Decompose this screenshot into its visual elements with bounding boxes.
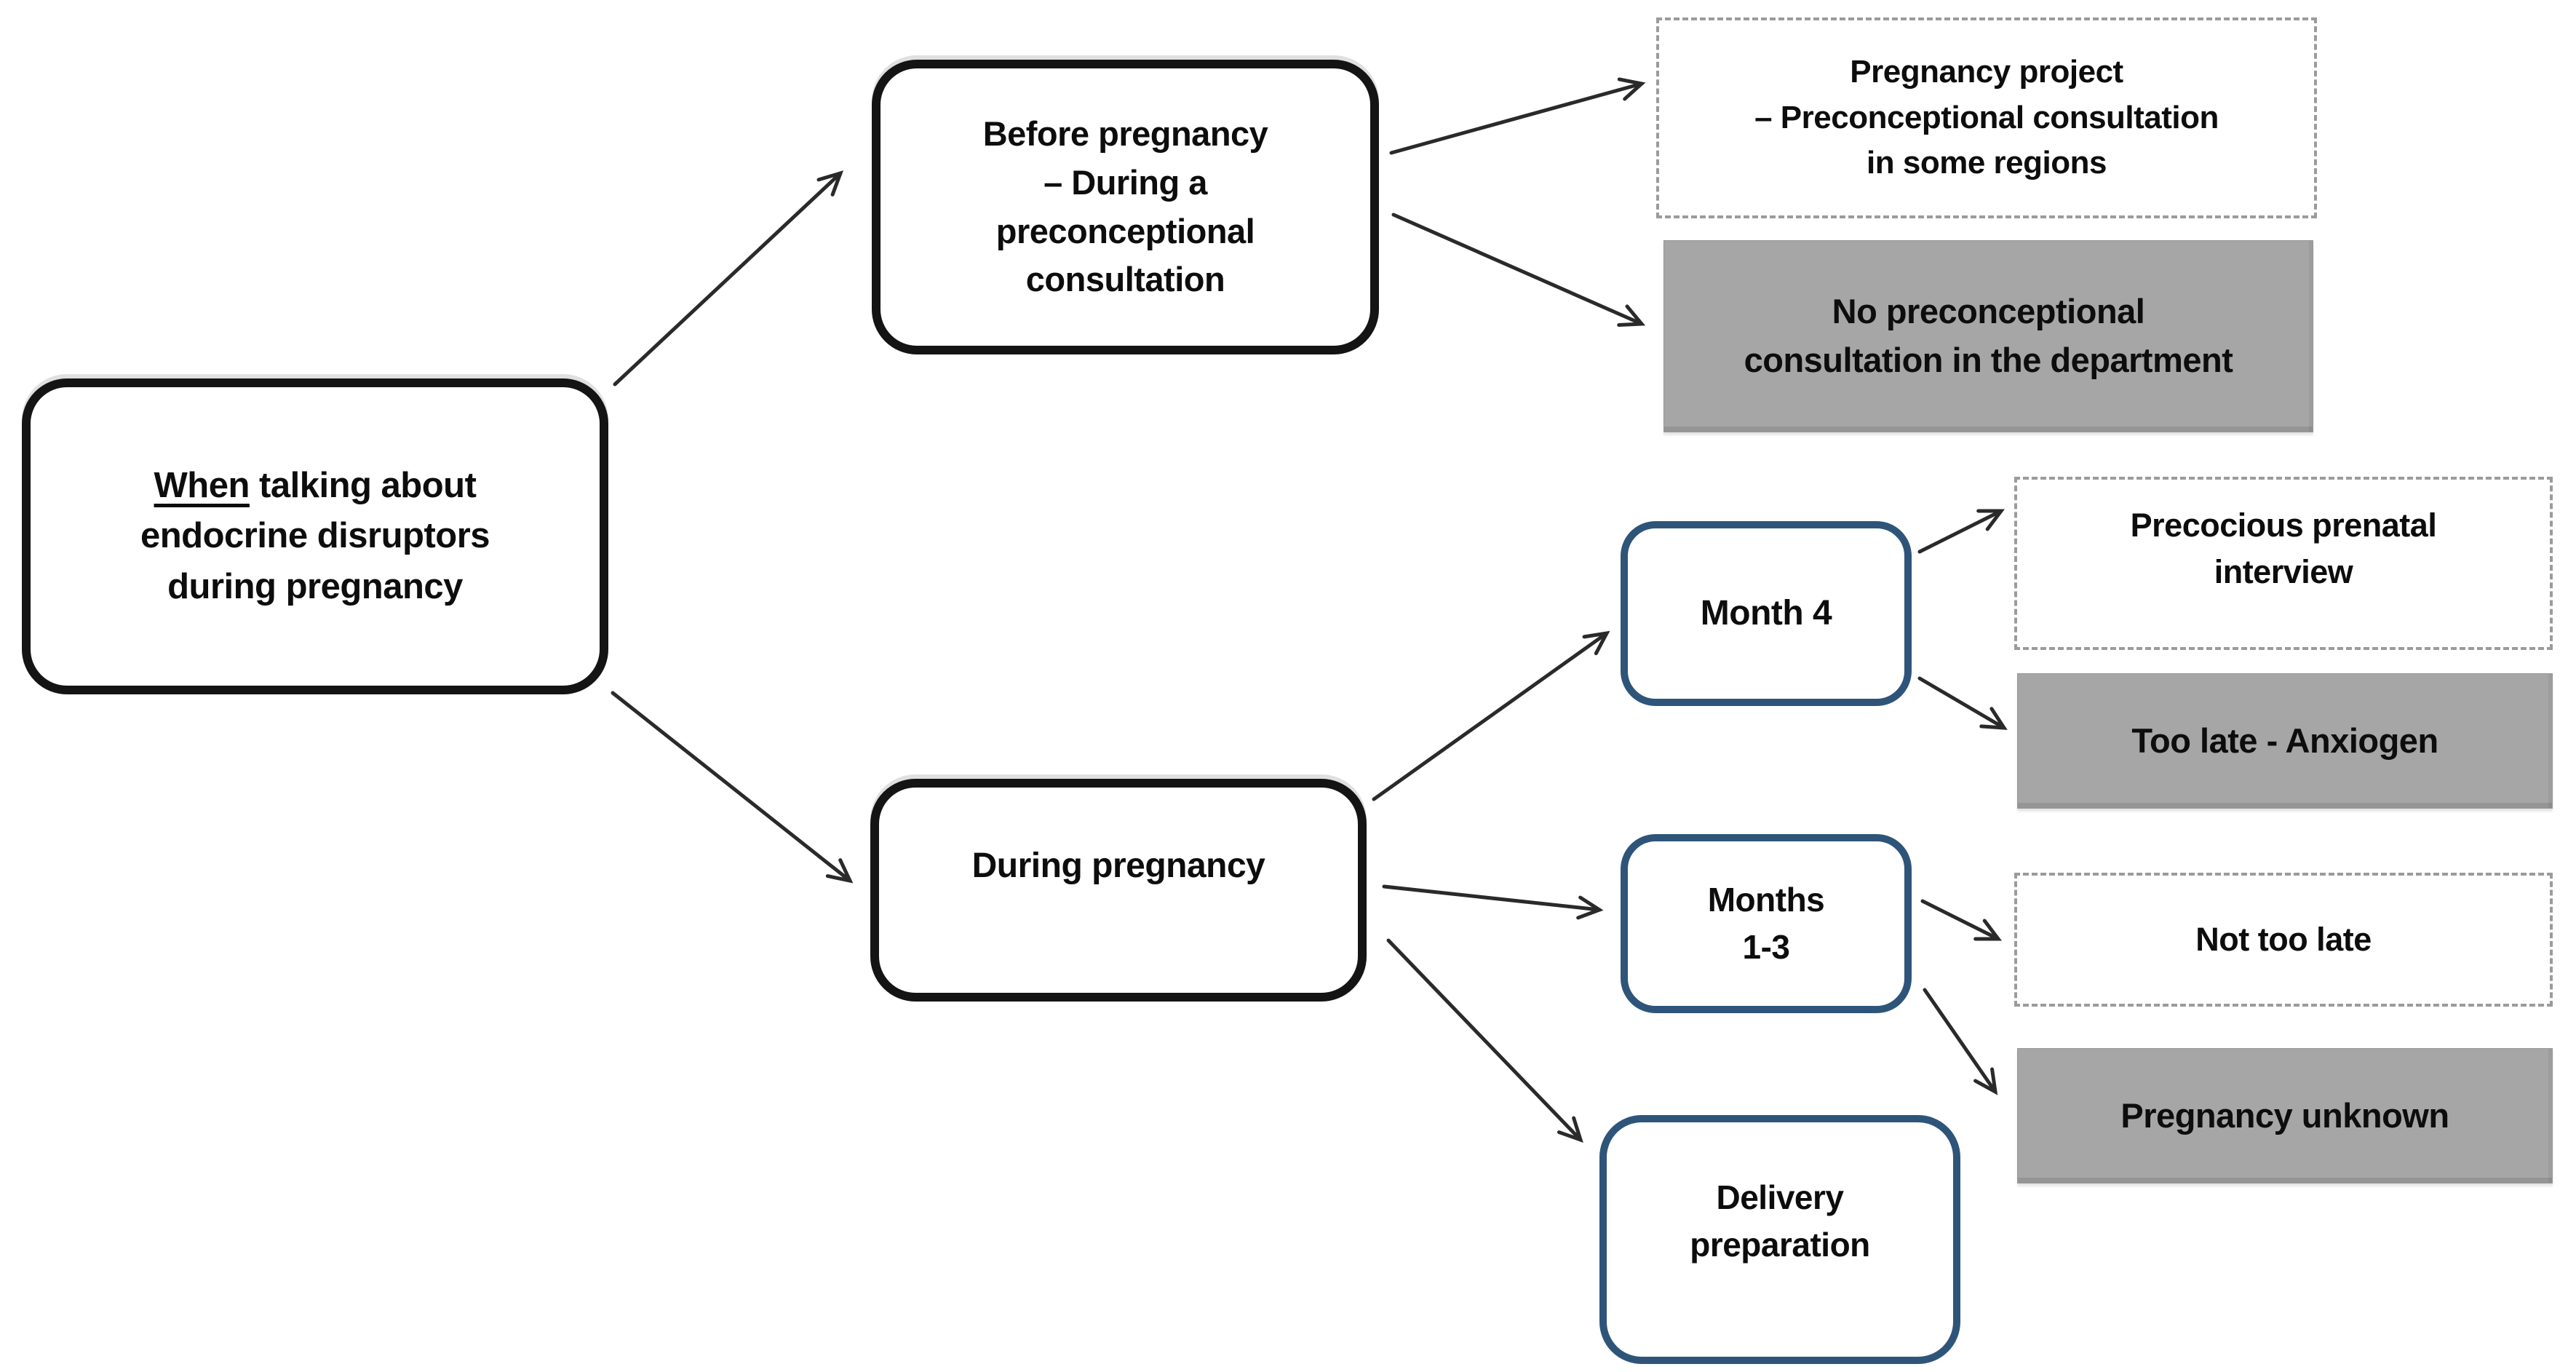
arrow-root-to-before-pregnancy <box>613 170 844 386</box>
node-before-pregnancy-label: Before pregnancy – During a preconceptio… <box>982 114 1268 299</box>
underlined-when: When <box>154 465 250 505</box>
node-no-preconceptional-label: No preconceptional consultation in the d… <box>1744 292 2233 379</box>
node-months-1-3-label: Months 1-3 <box>1707 880 1825 966</box>
node-precocious-label: Precocious prenatal interview <box>2130 507 2437 590</box>
arrow-months-1-3-to-pregnancy-unknown <box>1923 988 1998 1095</box>
node-not-too-late-label: Not too late <box>2195 921 2372 959</box>
arrow-root-to-during-pregnancy <box>611 691 854 884</box>
node-months-1-3: Months 1-3 <box>1621 834 1912 1013</box>
node-too-late-anxiogen: Too late - Anxiogen <box>2017 673 2553 809</box>
root-line3: during pregnancy <box>167 566 463 606</box>
root-line2: endocrine disruptors <box>140 516 490 556</box>
arrow-during-to-months-1-3 <box>1382 884 1604 920</box>
node-during-pregnancy-label: During pregnancy <box>971 846 1265 885</box>
node-pregnancy-project: Pregnancy project – Preconceptional cons… <box>1656 17 2317 218</box>
node-too-late-label: Too late - Anxiogen <box>2131 721 2438 760</box>
node-month-4: Month 4 <box>1621 521 1912 706</box>
arrow-month-4-to-too-late <box>1917 676 2008 730</box>
node-before-pregnancy: Before pregnancy – During a preconceptio… <box>872 60 1379 354</box>
node-precocious-prenatal-interview: Precocious prenatal interview <box>2014 477 2553 650</box>
arrow-during-to-month-4 <box>1372 630 1610 801</box>
node-pregnancy-unknown: Pregnancy unknown <box>2017 1048 2553 1183</box>
arrow-before-to-no-preconceptional <box>1391 213 1646 328</box>
node-pregnancy-project-label: Pregnancy project – Preconceptional cons… <box>1754 54 2219 181</box>
arrow-months-1-3-to-not-too-late <box>1920 899 2002 941</box>
node-delivery-preparation: Delivery preparation <box>1599 1115 1960 1364</box>
arrow-month-4-to-precocious <box>1917 509 2005 554</box>
node-month-4-label: Month 4 <box>1700 593 1832 633</box>
node-pregnancy-unknown-label: Pregnancy unknown <box>2120 1095 2449 1135</box>
node-no-preconceptional: No preconceptional consultation in the d… <box>1663 240 2313 432</box>
arrow-before-to-pregnancy-project <box>1389 77 1646 155</box>
node-delivery-preparation-label: Delivery preparation <box>1690 1178 1870 1264</box>
arrow-during-to-delivery <box>1386 938 1583 1143</box>
node-root-when-talking: When talking about endocrine disruptors … <box>22 378 608 694</box>
node-root-label: When talking about endocrine disruptors … <box>140 461 490 613</box>
node-during-pregnancy: During pregnancy <box>870 779 1367 1002</box>
root-line1-rest: talking about <box>249 465 477 505</box>
node-not-too-late: Not too late <box>2014 873 2553 1007</box>
